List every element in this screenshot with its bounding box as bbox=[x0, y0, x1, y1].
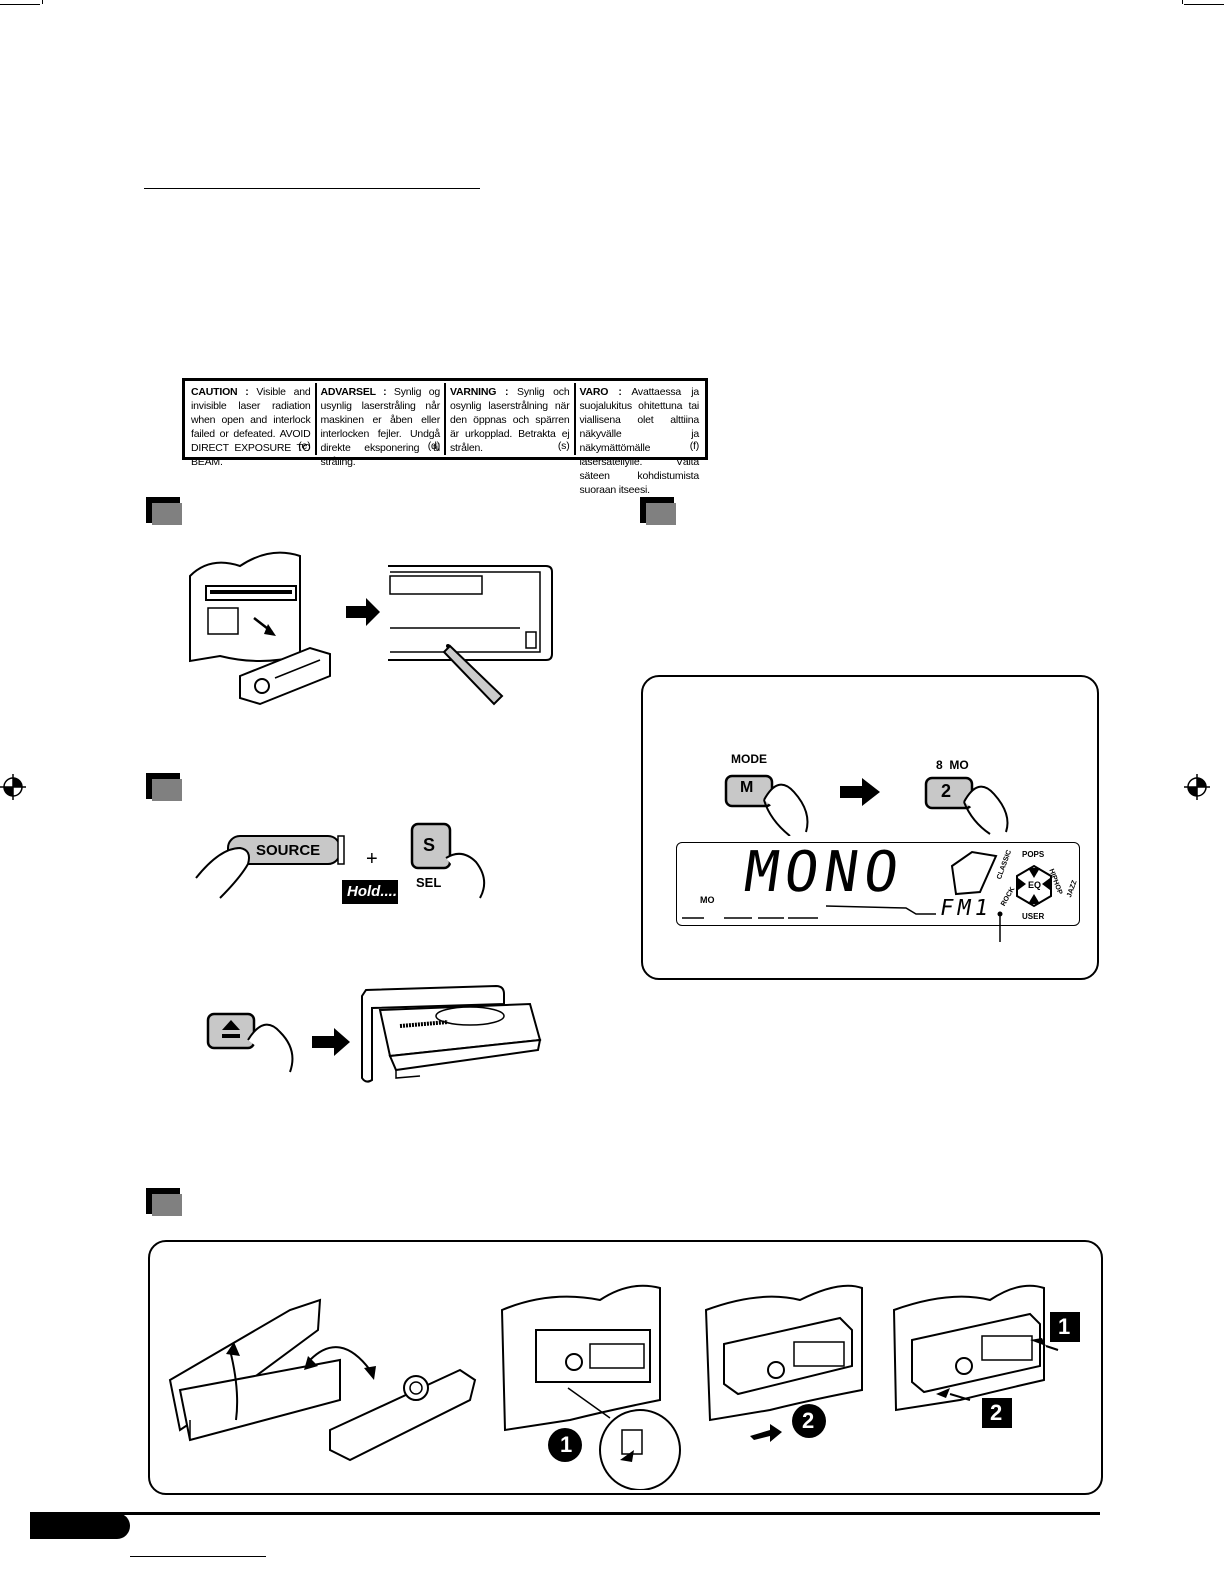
step-2-badge-square bbox=[982, 1398, 1012, 1428]
mode-mo-buttons bbox=[724, 774, 1009, 836]
crop-mark-top-left-v bbox=[42, 0, 43, 4]
crop-mark-top-left bbox=[0, 4, 40, 5]
reset-illustration bbox=[189, 551, 553, 706]
page-number-tab bbox=[30, 1513, 130, 1539]
caution-text: Avattaessa ja suojalukitus ohitettuna ta… bbox=[579, 386, 700, 496]
caution-code: (e) bbox=[298, 440, 311, 452]
crop-mark-top-right-v bbox=[1182, 0, 1183, 4]
sel-button-letter: S bbox=[423, 835, 436, 855]
footer-rule bbox=[30, 1512, 1100, 1515]
caution-text: Synlig och osynlig laserstrålning när de… bbox=[450, 386, 570, 454]
section-marker-panel bbox=[146, 1188, 182, 1216]
eq-user-label: USER bbox=[1022, 912, 1045, 921]
footer-underline bbox=[130, 1556, 266, 1557]
caution-heading: CAUTION : bbox=[191, 386, 249, 398]
caution-heading: ADVARSEL : bbox=[320, 386, 387, 398]
sel-caption: SEL bbox=[416, 875, 442, 890]
eq-pops-label: POPS bbox=[1022, 850, 1045, 859]
step-1-square-number: 1 bbox=[1058, 1314, 1071, 1339]
step-1-badge-circle bbox=[548, 1428, 582, 1462]
hold-label: Hold.... bbox=[347, 883, 397, 900]
caution-code: (s) bbox=[557, 440, 570, 452]
plus-sign: + bbox=[366, 848, 378, 870]
lcd-graphics bbox=[682, 850, 1052, 942]
source-sel-illustration bbox=[195, 822, 486, 904]
caution-heading: VARO : bbox=[579, 386, 622, 398]
caution-text: Synlig og usynlig laserstråling når mask… bbox=[320, 386, 441, 468]
step-2-square-number: 2 bbox=[990, 1400, 1003, 1425]
source-button-label: SOURCE bbox=[256, 842, 321, 859]
eq-center-label: EQ bbox=[1028, 880, 1042, 890]
step-1-number: 1 bbox=[560, 1432, 573, 1457]
caution-text: Visible and invisible laser radiation wh… bbox=[191, 386, 311, 468]
caution-column-finnish: VARO : Avattaessa ja suojalukitus ohitet… bbox=[576, 383, 704, 496]
mo-button-number: 2 bbox=[941, 781, 952, 801]
mode-button-letter: M bbox=[740, 779, 754, 796]
caution-code: (f) bbox=[689, 440, 700, 452]
lcd-display bbox=[676, 842, 1080, 926]
caution-column-english: CAUTION : Visible and invisible laser ra… bbox=[187, 383, 317, 468]
section-marker-eject bbox=[146, 773, 182, 801]
section-marker-mono bbox=[640, 497, 676, 525]
panel-attach-illustration bbox=[168, 1284, 1059, 1490]
mono-display-panel bbox=[641, 675, 1099, 980]
caution-heading: VARNING : bbox=[450, 386, 509, 398]
eject-illustration bbox=[206, 984, 542, 1083]
laser-caution-label: CAUTION : Visible and invisible laser ra… bbox=[182, 378, 708, 496]
step-1-badge-square bbox=[1050, 1312, 1080, 1342]
caution-column-swedish: VARNING : Synlig och osynlig laserstråln… bbox=[446, 383, 576, 455]
crop-mark-top-right bbox=[1184, 4, 1224, 5]
lcd-mo-indicator: MO bbox=[700, 895, 715, 905]
caution-code: (d) bbox=[427, 440, 440, 452]
section-marker-reset bbox=[146, 497, 182, 525]
step-2-badge-circle bbox=[792, 1404, 826, 1438]
title-underline bbox=[144, 188, 480, 189]
caution-column-danish: ADVARSEL : Synlig og usynlig laserstråli… bbox=[317, 383, 446, 468]
step-2-number: 2 bbox=[802, 1408, 815, 1433]
mode-caption: MODE bbox=[731, 752, 767, 766]
registration-mark-left bbox=[0, 774, 26, 800]
mo-caption: 8 MO bbox=[936, 758, 969, 772]
registration-mark-right bbox=[1184, 774, 1210, 800]
